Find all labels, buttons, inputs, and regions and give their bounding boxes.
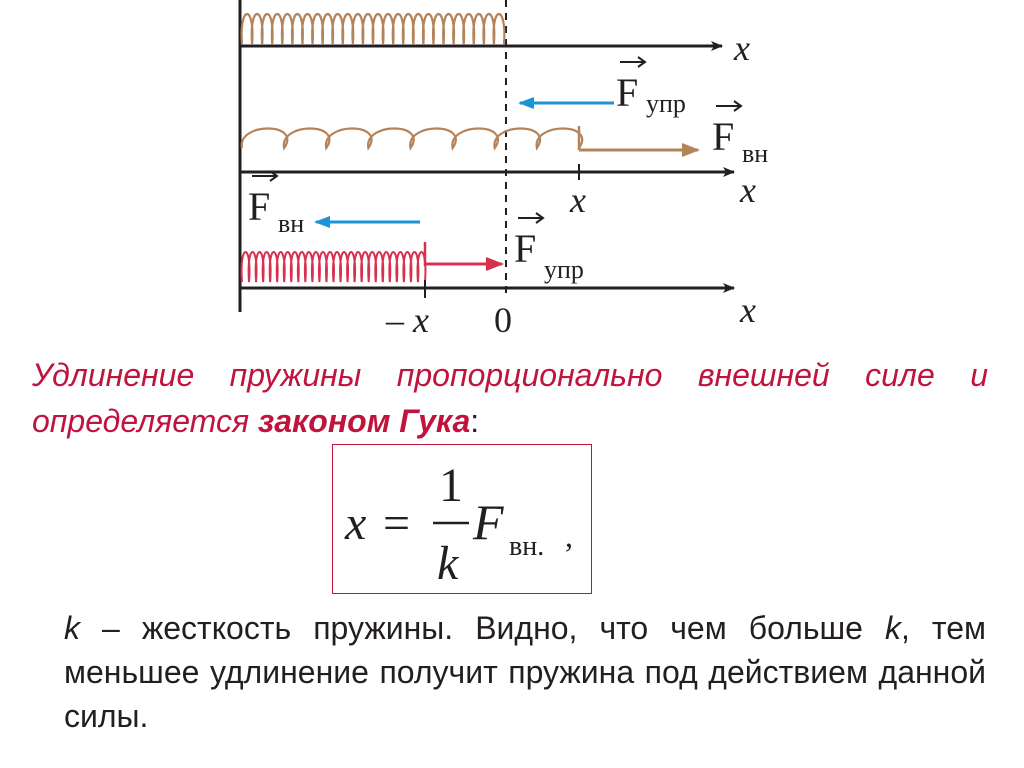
- description-text-2: , тем меньшее удлинение получит пружина …: [64, 610, 987, 734]
- k-symbol-2: k: [885, 610, 901, 646]
- svg-text:упр: упр: [646, 89, 686, 118]
- hooke-formula: x = 1 k F вн. ,: [344, 459, 573, 590]
- svg-text:F: F: [712, 114, 734, 159]
- hooke-law-statement: Удлинение пружины пропорционально внешне…: [32, 352, 988, 444]
- k-symbol-1: k: [64, 610, 80, 646]
- svg-text:вн: вн: [278, 209, 304, 238]
- tick-x-label: x: [569, 180, 586, 220]
- axis-1-label: x: [733, 28, 750, 68]
- formula-denominator: k: [437, 537, 460, 590]
- axis-2-label: x: [739, 170, 756, 210]
- spring-stretched: [240, 127, 583, 151]
- formula-trailing-comma: ,: [565, 518, 573, 554]
- elastic-force-label-2: F упр: [514, 212, 584, 284]
- spring-compressed: [240, 251, 427, 283]
- svg-text:вн: вн: [742, 139, 768, 168]
- formula-box: x = 1 k F вн. ,: [332, 444, 592, 594]
- description-text-1: – жесткость пружины. Видно, что чем боль…: [80, 610, 885, 646]
- svg-text:F: F: [514, 226, 536, 271]
- hooke-law-diagram: x F упр F вн x x F вн F упр x – x 0: [238, 0, 768, 340]
- stiffness-description: k – жесткость пружины. Видно, что чем бо…: [64, 606, 986, 738]
- statement-text: Удлинение пружины пропорционально внешне…: [32, 357, 988, 439]
- tick-zero-label: 0: [494, 300, 512, 340]
- hooke-law-emphasis: законом Гука: [257, 403, 471, 439]
- formula-subscript: вн.: [509, 531, 544, 562]
- statement-colon: :: [470, 403, 480, 439]
- svg-text:упр: упр: [544, 255, 584, 284]
- formula-lhs: x: [344, 497, 366, 550]
- spring-relaxed: [240, 12, 506, 45]
- axis-3-label: x: [739, 290, 756, 330]
- svg-text:F: F: [616, 70, 638, 115]
- elastic-force-label-1: F упр: [616, 56, 686, 118]
- formula-equals: =: [383, 497, 410, 550]
- external-force-label-1: F вн: [712, 100, 768, 168]
- formula-force: F: [472, 494, 504, 550]
- external-force-label-2: F вн: [248, 170, 304, 238]
- svg-text:F: F: [248, 184, 270, 229]
- formula-numerator: 1: [439, 459, 463, 512]
- tick-minus-x-label: – x: [385, 300, 429, 340]
